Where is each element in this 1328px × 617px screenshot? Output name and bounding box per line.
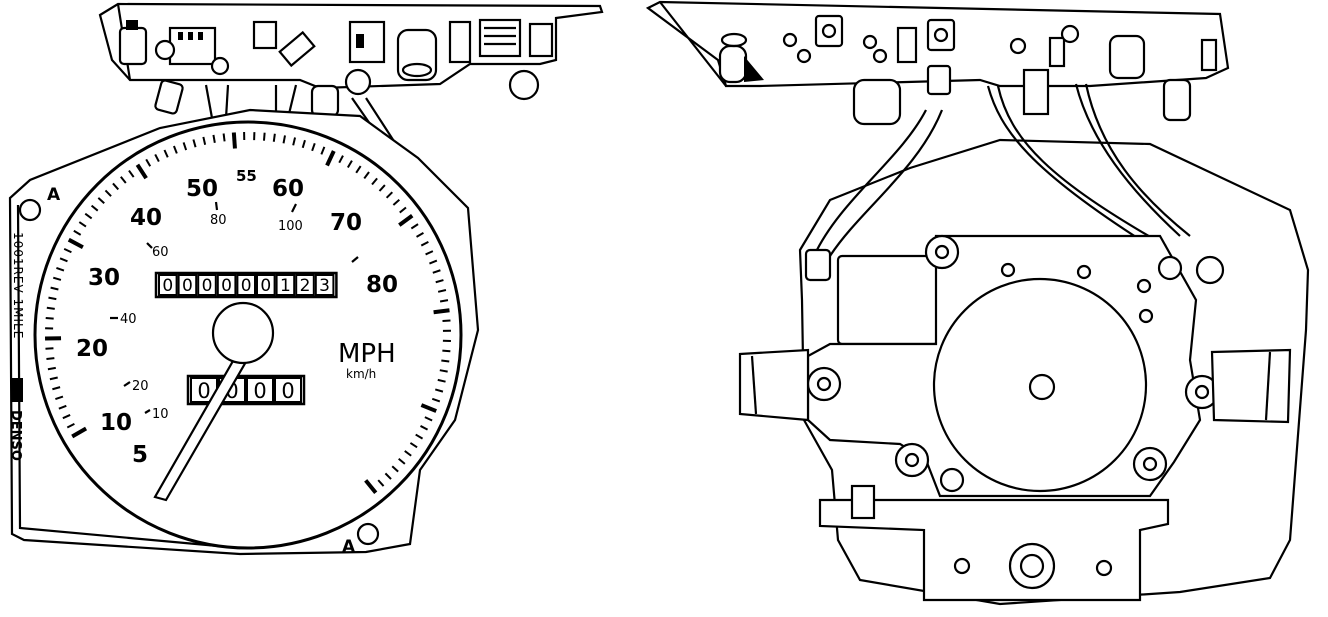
mount-label-top: A	[47, 185, 61, 205]
trip-digit: 0	[253, 379, 266, 403]
kmh-80: 80	[210, 213, 227, 228]
odometer-digit: 0	[202, 276, 213, 296]
kmh-60: 60	[152, 245, 169, 260]
dial-tick	[48, 368, 56, 369]
odometer-digit: 2	[300, 276, 311, 296]
mph-50: 50	[186, 176, 218, 202]
rear-view	[648, 2, 1308, 604]
dial-tick	[234, 132, 235, 148]
unit-mph: MPH	[338, 339, 396, 369]
kmh-40: 40	[120, 312, 137, 327]
odometer-digit: 0	[241, 276, 252, 296]
side-label-block	[11, 378, 23, 402]
mph-30: 30	[88, 265, 120, 291]
mph-80: 80	[366, 272, 398, 298]
dial-tick	[45, 348, 53, 349]
kmh-100: 100	[278, 219, 303, 234]
dial-tick	[46, 318, 54, 319]
odometer-digit: 3	[319, 276, 330, 296]
kmh-20: 20	[132, 379, 149, 394]
mph-70: 70	[330, 210, 362, 236]
mph-20: 20	[76, 336, 108, 362]
rear-circuit-board	[648, 2, 1228, 124]
dial-tick	[443, 320, 451, 321]
mount-label-bottom: A	[342, 537, 356, 557]
mph-5: 5	[132, 442, 148, 468]
dial-tick	[440, 370, 448, 371]
odometer-digit: 0	[182, 276, 193, 296]
dial-tick	[47, 308, 55, 309]
dial-tick	[213, 135, 214, 143]
odometer-digit: 0	[162, 276, 173, 296]
odometer-digit: 1	[280, 276, 291, 296]
dial-tick	[434, 310, 450, 312]
trip-digit: 0	[197, 379, 210, 403]
dial-tick	[274, 134, 275, 142]
brand-label: DENSO	[8, 410, 23, 461]
mph-40: 40	[130, 205, 162, 231]
odometer-digit: 0	[221, 276, 232, 296]
dial-tick	[224, 133, 225, 141]
odometer-digit: 0	[260, 276, 271, 296]
dial-tick	[442, 351, 450, 352]
speed-marker-55: 55	[236, 167, 257, 185]
trip-digit: 0	[281, 379, 294, 403]
kmh-10: 10	[152, 407, 169, 422]
unit-kmh: km/h	[346, 367, 376, 381]
dial-tick	[264, 133, 265, 141]
dial-tick	[440, 300, 448, 301]
side-label: 1001REV 1MILE	[11, 232, 25, 339]
dial-tick	[441, 360, 449, 361]
front-view: A A 1001REV 1MILE DENSO 5 10 20 30 40 50…	[8, 4, 602, 557]
mph-60: 60	[272, 176, 304, 202]
dial-tick	[46, 358, 54, 359]
mph-10: 10	[100, 410, 132, 436]
dial-face: 5 10 20 30 40 50 60 70 80 55 10 20 40 60…	[35, 122, 461, 548]
rear-housing	[740, 84, 1308, 604]
